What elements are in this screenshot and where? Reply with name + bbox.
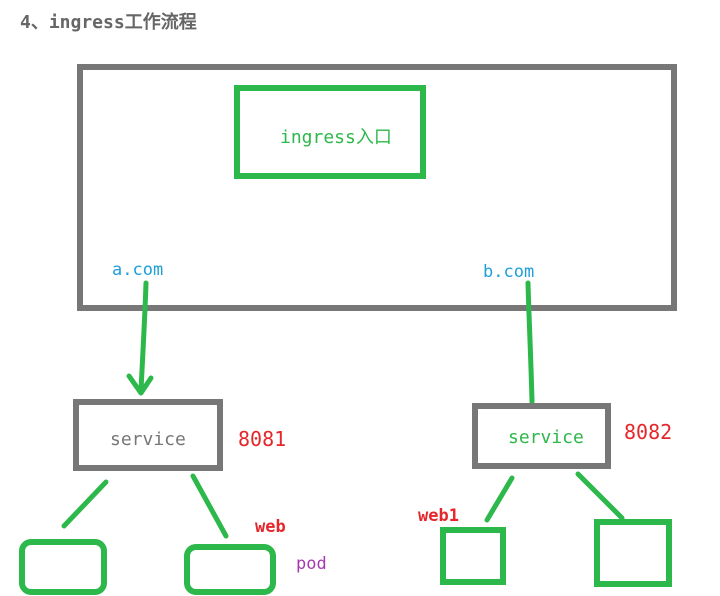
- link-service-left-to-pod-2: [190, 473, 229, 539]
- arrow-a-to-service-left: [138, 280, 149, 393]
- service-right-box: [472, 403, 611, 469]
- service-right-label: service: [508, 427, 584, 448]
- arrow-head-left: [126, 373, 154, 396]
- web-right-label: web1: [418, 506, 459, 526]
- link-service-right-to-pod-4: [575, 471, 625, 521]
- web-left-label: web: [255, 517, 286, 537]
- link-service-right-to-pod-3: [484, 475, 515, 523]
- ingress-entry-label: ingress入口: [280, 127, 392, 148]
- pod-box-1: [19, 539, 107, 595]
- link-service-left-to-pod-1: [61, 479, 109, 529]
- service-left-label: service: [110, 429, 186, 450]
- pod-box-4: [594, 519, 672, 587]
- ingress-entry-box: [234, 85, 426, 179]
- pod-box-3: [440, 527, 506, 585]
- diagram-heading: 4、ingress工作流程: [20, 12, 197, 33]
- domain-a-label: a.com: [112, 260, 163, 280]
- port-left-label: 8081: [238, 427, 286, 451]
- pod-box-2: [184, 544, 276, 595]
- line-b-to-service-right: [525, 280, 535, 405]
- cluster-box: [77, 64, 677, 311]
- port-right-label: 8082: [624, 420, 672, 444]
- pod-label: pod: [296, 554, 327, 574]
- service-left-box: [73, 399, 223, 471]
- domain-b-label: b.com: [483, 262, 534, 282]
